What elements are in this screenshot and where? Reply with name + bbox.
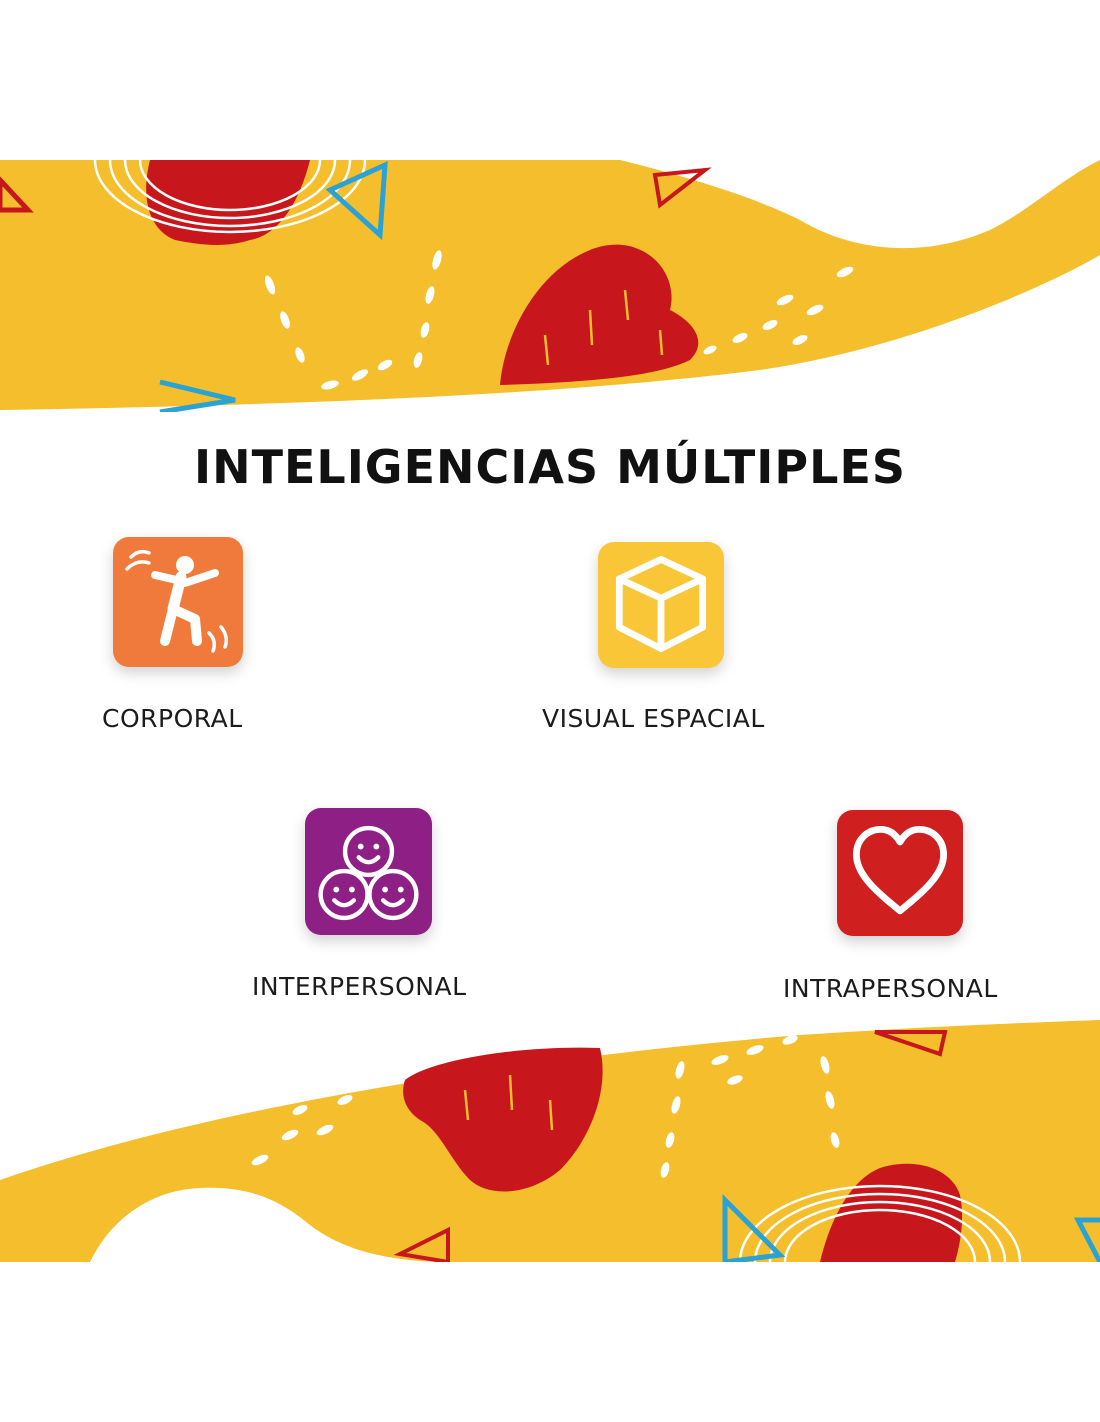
top-red-triangle-right <box>652 167 712 209</box>
top-swirl-rings <box>93 160 367 234</box>
heart-icon <box>852 825 948 915</box>
bottom-red-triangle-left <box>393 1226 450 1262</box>
corporal-icon-tile <box>113 537 243 667</box>
interpersonal-label: INTERPERSONAL <box>252 972 467 1001</box>
visual-espacial-label: VISUAL ESPACIAL <box>542 704 765 733</box>
top-blue-triangle-bottom <box>159 379 236 412</box>
bottom-red-blob <box>403 1047 603 1192</box>
intrapersonal-icon-tile <box>837 810 963 936</box>
intrapersonal-label: INTRAPERSONAL <box>783 974 998 1003</box>
top-blue-triangle <box>325 160 388 241</box>
three-smiling-faces-icon <box>318 825 419 920</box>
bottom-banner-art <box>0 1020 1100 1262</box>
cube-icon <box>615 556 707 653</box>
bottom-blob-texture <box>463 1074 554 1131</box>
top-white-wave <box>620 160 1100 249</box>
bottom-red-triangle <box>874 1030 948 1057</box>
top-banner-art <box>0 160 1100 412</box>
bottom-white-dashes <box>251 1035 840 1178</box>
top-red-blob <box>500 244 699 385</box>
visual-espacial-icon-tile <box>598 542 724 668</box>
top-blob-texture <box>543 289 664 366</box>
top-decorative-banner <box>0 160 1100 412</box>
bottom-blue-triangle <box>722 1193 786 1262</box>
corporal-label: CORPORAL <box>102 704 243 733</box>
top-red-triangle-left <box>0 176 34 213</box>
bottom-blue-triangle-right <box>1073 1217 1100 1262</box>
bottom-swirl-rings <box>738 1184 1022 1262</box>
bottom-white-wave <box>90 1187 440 1262</box>
bottom-decorative-banner <box>0 1020 1100 1262</box>
top-white-dashes <box>264 250 854 390</box>
interpersonal-icon-tile <box>305 808 432 935</box>
dancing-person-icon <box>125 549 229 653</box>
page-title: INTELIGENCIAS MÚLTIPLES <box>193 440 907 494</box>
